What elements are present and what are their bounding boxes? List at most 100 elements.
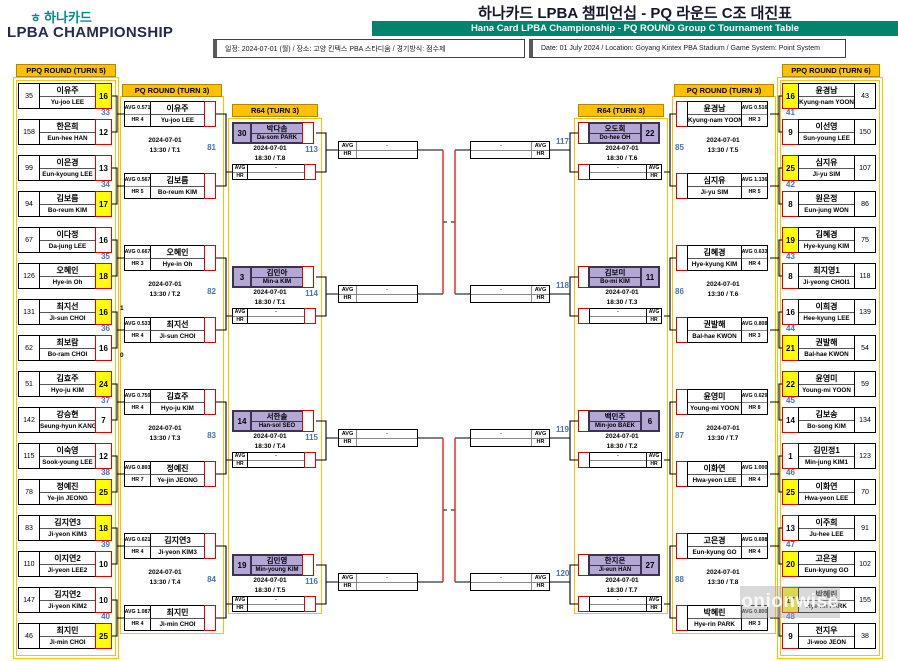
match-date: 2024-07-01 — [148, 569, 182, 576]
player-name-en: Sook-young LEE — [42, 459, 93, 466]
player-name-en: Ji-yeong CHOI1 — [803, 279, 850, 286]
player-name-en: Bal-hae KWON — [692, 333, 737, 340]
match-date: 2024-07-01 — [605, 433, 639, 440]
match-number: 118 — [556, 281, 569, 290]
hanacard-logo-icon: ㅎ — [30, 11, 42, 25]
stat-value: - — [500, 142, 502, 149]
player-avg: AVG 0.533 — [125, 318, 150, 331]
player-name-en: Da-jung LEE — [48, 243, 87, 250]
match-number: 37 — [101, 396, 110, 405]
player-id: 150 — [854, 119, 876, 145]
player-name-kr: 최지선 — [40, 300, 95, 313]
player-name-en: Seung-hyun KANG — [40, 423, 95, 430]
winner-row: AVG- — [339, 574, 417, 582]
player-score: 18 — [95, 263, 112, 289]
connector-lines-red — [442, 150, 456, 582]
score-entry-box — [204, 605, 216, 631]
stat-label: HR — [531, 150, 549, 158]
hr-label: HR — [233, 315, 247, 324]
player-hr: HR 5 — [131, 189, 144, 196]
winner-row: -AVG — [471, 574, 549, 582]
player-score: 25 — [782, 479, 799, 505]
player-name-en: Eun-jung WON — [804, 207, 849, 214]
score-entry-box — [204, 245, 216, 271]
player-name-kr: 전지우 — [799, 624, 854, 637]
player-name-en: Min-jung KIM1 — [804, 459, 849, 466]
score-entry-box — [204, 533, 216, 559]
player-id: 115 — [18, 443, 40, 469]
player-name-kr: 이은경 — [40, 156, 95, 169]
player-id: 123 — [854, 443, 876, 469]
player-score: 20 — [782, 551, 799, 577]
player-score: 25 — [95, 479, 112, 505]
stat-label: AVG — [531, 574, 549, 582]
player-score: 16 — [782, 299, 799, 325]
player-name-en: Ji-eun HAN — [598, 567, 632, 573]
match-date: 2024-07-01 — [706, 569, 740, 576]
player-name-en: Hwa-yeon LEE — [692, 477, 737, 484]
player-id: 59 — [854, 371, 876, 397]
player-name-en: Bo-song KIM — [807, 423, 846, 430]
hr-label: HR — [647, 171, 661, 180]
player-id: 35 — [18, 83, 40, 109]
seed-number: 27 — [640, 554, 660, 576]
player-name-en: Hyo-ju KIM — [51, 387, 84, 394]
score-entry-box — [302, 410, 314, 432]
player-name-kr: 김지연2 — [40, 588, 95, 601]
player-name-kr: 심지유 — [799, 156, 854, 169]
stat-label: AVG — [531, 142, 549, 150]
player-name-kr: 김보미 — [590, 268, 640, 278]
player-score: 25 — [95, 623, 112, 649]
player-hr: HR 4 — [748, 261, 761, 268]
score-entry-box — [304, 308, 316, 324]
player-name-kr: 김민영 — [252, 556, 302, 566]
hr-label: HR — [233, 171, 247, 180]
match-time: 18:30 / T.2 — [606, 443, 638, 450]
match-number: 44 — [786, 324, 795, 333]
player-name-kr: 권발해 — [799, 336, 854, 349]
match-date: 2024-07-01 — [253, 145, 287, 152]
player-score: 13 — [782, 515, 799, 541]
player-name-en: Ji-sun CHOI — [159, 333, 196, 340]
watermark: onionwise — [740, 586, 840, 618]
player-name-en: Da-som PARK — [256, 135, 298, 141]
player-id: 91 — [854, 515, 876, 541]
player-score: 24 — [95, 371, 112, 397]
winner-box: AVG-HR — [338, 141, 418, 159]
player-id: 155 — [854, 587, 876, 613]
player-name-en: Kyung-nam YOON — [799, 99, 854, 106]
hr-value — [248, 603, 304, 612]
